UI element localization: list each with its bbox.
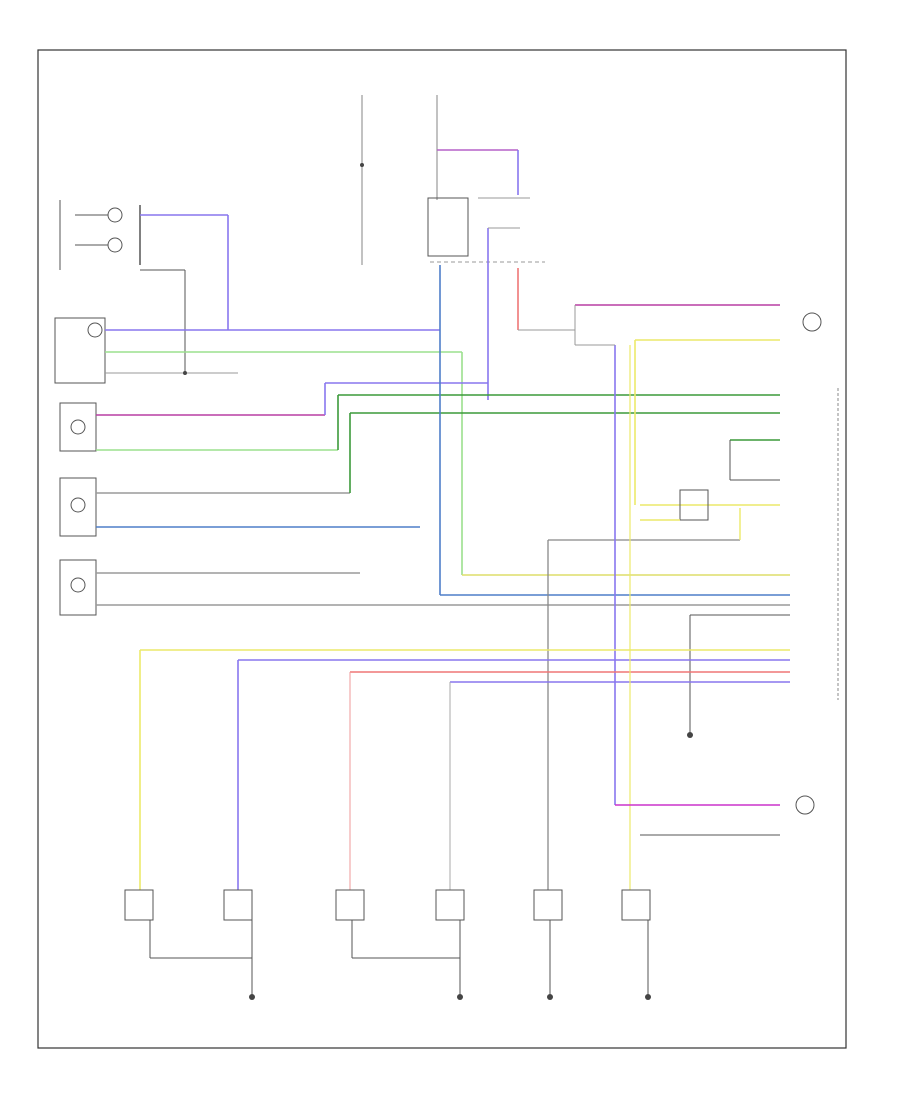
switch-icon	[124, 889, 154, 921]
switch-icon	[435, 889, 465, 921]
right-module	[640, 388, 839, 738]
upper-right-lamp	[574, 304, 822, 805]
lamp-icon	[107, 207, 123, 223]
lamp-icon	[87, 322, 103, 338]
switch-1	[124, 889, 252, 959]
tl-lamp-switches	[59, 200, 229, 375]
switch-3	[335, 889, 460, 959]
switch-icon	[533, 889, 563, 921]
lamp-icon	[802, 312, 822, 332]
lamp-icon	[795, 795, 815, 815]
relay-box	[427, 197, 469, 257]
switch-icon	[335, 889, 365, 921]
switch-4	[435, 889, 465, 1000]
ground-icon	[457, 994, 463, 1000]
right-door-unit	[59, 412, 780, 537]
ground-icon	[645, 994, 651, 1000]
lamp-icon	[70, 419, 86, 435]
ground-icon	[547, 994, 553, 1000]
left-door-unit	[54, 317, 463, 575]
rear-unit	[59, 382, 780, 452]
lamp-icon	[70, 577, 86, 593]
switch-icon	[621, 889, 651, 921]
ground-icon	[249, 994, 255, 1000]
left-door-unit-2	[59, 559, 790, 616]
diagram-frame	[37, 49, 847, 1049]
ground-icon	[687, 732, 693, 738]
switch-6	[621, 889, 651, 1000]
switch-icon	[223, 889, 253, 921]
switch-2	[223, 889, 255, 1000]
lower-right-lamp	[615, 795, 815, 836]
switch-5	[533, 889, 563, 1000]
relay-icon	[679, 489, 709, 521]
top-power-feed	[360, 95, 575, 400]
lower-bus	[139, 345, 790, 890]
lamp-icon	[70, 497, 86, 513]
lamp-icon	[107, 237, 123, 253]
